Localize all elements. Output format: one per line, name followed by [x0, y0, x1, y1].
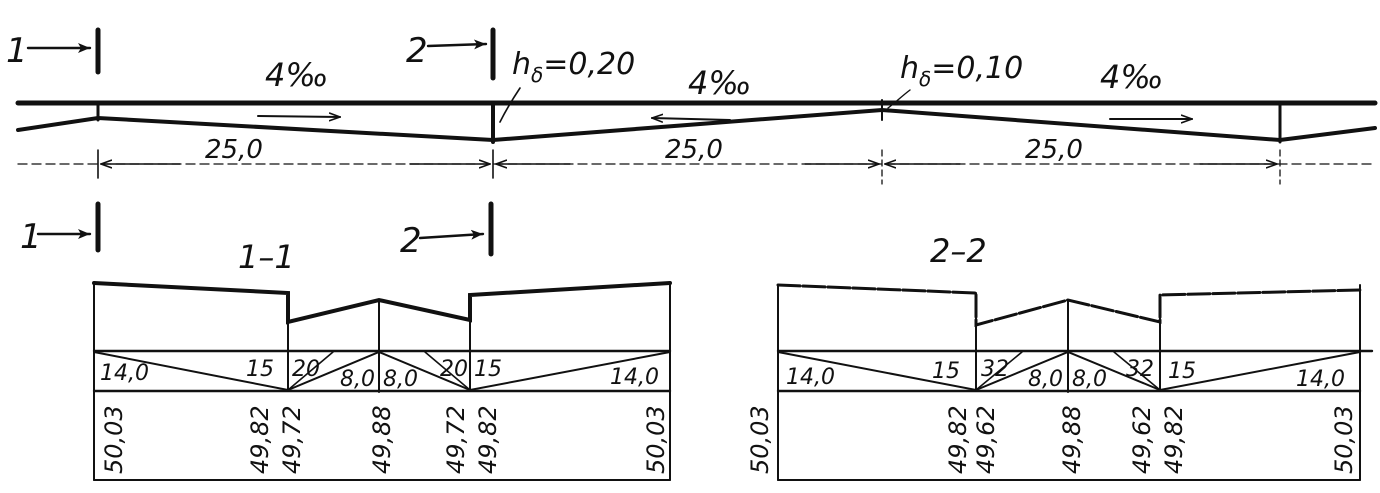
section-1-1-width-7: 15 [474, 357, 502, 382]
svg-text:hδ=0,20: hδ=0,20 [512, 47, 635, 87]
hb-symbol-2: h [900, 51, 919, 86]
section-2-2-elev-4: 49,88 [1058, 405, 1086, 474]
section-1-1-width-2: 15 [246, 357, 274, 382]
slope-label-3: 4‰ [1100, 58, 1164, 96]
cut-arrow-2-top [426, 39, 488, 50]
section-2-2-elev-6: 49,82 [1160, 405, 1188, 474]
hb-value-1: =0,20 [543, 47, 635, 82]
section-2-2-title: 2–2 [930, 232, 987, 270]
section-2-2-width-5: 8,0 [1072, 367, 1107, 392]
section-2-2-tray-diagonals [975, 351, 1023, 391]
section-1-1-width-3: 20 [292, 357, 320, 382]
section-2-2-slope-diagram [777, 350, 1361, 392]
section-mark-1-top: 1 [6, 31, 28, 71]
hb-leader-1 [499, 87, 521, 123]
section-1-1-elev-3: 49,72 [278, 405, 306, 474]
section-1-1-width-1: 14,0 [100, 361, 149, 386]
section-mark-2-top: 2 [406, 31, 428, 71]
hb-value-2: =0,10 [931, 51, 1023, 86]
section-1-1-width-6: 20 [440, 357, 468, 382]
section-2-2-tray-diagonals-r [1113, 351, 1161, 391]
section-2-2-elev-1: 50,03 [746, 405, 774, 474]
section-2-2-width-6: 32 [1126, 357, 1154, 382]
flow-arrow-1 [257, 116, 340, 117]
section-mark-2-bottom: 2 [400, 221, 422, 261]
tray-bottom-profile [16, 107, 1377, 143]
section-1-1-elev-6: 49,82 [474, 405, 502, 474]
section-1-1-tray-diagonals-r [424, 351, 471, 391]
section-2-2-elev-7: 50,03 [1330, 405, 1358, 474]
span-label-3: 25,0 [1025, 135, 1083, 165]
hb-leader-2 [887, 89, 911, 109]
section-1-1-slope-diagram [93, 350, 671, 392]
section-1-1: 1–1 14,0 15 20 8,0 8,0 20 15 14,0 50,03 … [92, 238, 672, 481]
hb-symbol-1: h [512, 47, 531, 82]
hb-subscript-1: δ [531, 63, 543, 87]
section-1-1-title: 1–1 [238, 238, 295, 276]
section-2-2-elev-5: 49,62 [1128, 405, 1156, 474]
hb-annotation-1: hδ=0,20 [499, 47, 635, 123]
section-2-2-elev-3: 49,62 [972, 405, 1000, 474]
section-1-1-width-4: 8,0 [340, 367, 375, 392]
section-1-1-elev-4: 49,88 [368, 405, 396, 474]
section-1-1-width-8: 14,0 [610, 365, 659, 390]
section-1-1-elev-5: 49,72 [442, 405, 470, 474]
section-2-2-width-7: 15 [1168, 359, 1196, 384]
section-2-2-width-1: 14,0 [786, 365, 835, 390]
flow-arrow-2 [652, 118, 731, 120]
hb-annotation-2: hδ=0,10 [887, 51, 1023, 109]
section-2-2-elev-2: 49,82 [944, 405, 972, 474]
section-2-2-width-8: 14,0 [1296, 367, 1345, 392]
section-2-2: 2–2 14,0 15 32 8,0 8,0 32 15 14,0 50,03 … [746, 232, 1374, 481]
span-label-2: 25,0 [665, 135, 723, 165]
plan-view: 1 2 4‰ 4‰ 4‰ hδ=0,20 hδ=0,10 [6, 27, 1378, 261]
section-2-2-width-2: 15 [932, 359, 960, 384]
section-1-1-surface-profile [92, 281, 672, 325]
section-1-1-elev-7: 50,03 [642, 405, 670, 474]
section-1-1-elev-1: 50,03 [100, 405, 128, 474]
section-2-2-width-4: 8,0 [1028, 367, 1063, 392]
slope-label-2: 4‰ [688, 64, 752, 102]
section-2-2-width-3: 32 [981, 357, 1009, 382]
span-label-1: 25,0 [205, 135, 263, 165]
section-1-1-width-5: 8,0 [383, 367, 418, 392]
slope-label-1: 4‰ [265, 56, 329, 94]
hb-subscript-2: δ [919, 67, 931, 91]
section-mark-1-bottom: 1 [20, 217, 42, 257]
svg-text:hδ=0,10: hδ=0,10 [900, 51, 1023, 91]
section-1-1-tray-diagonals [287, 351, 334, 391]
cut-arrow-2-bottom [418, 229, 485, 240]
section-1-1-elev-2: 49,82 [246, 405, 274, 474]
